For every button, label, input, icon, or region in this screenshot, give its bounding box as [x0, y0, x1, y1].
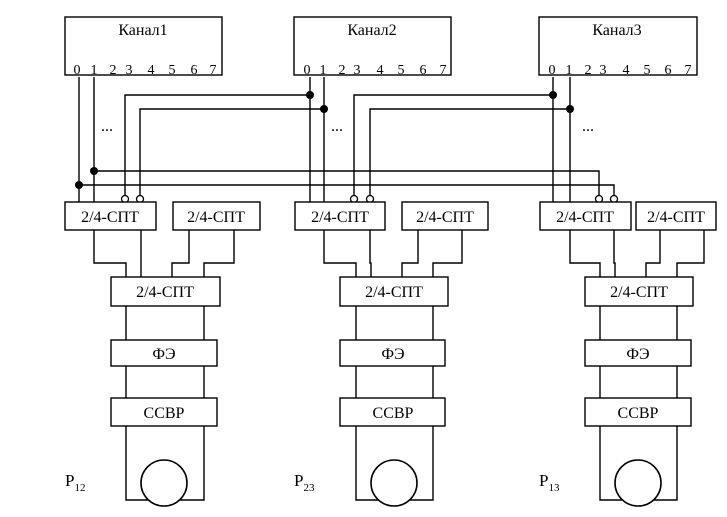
group-3-label: P13	[539, 471, 560, 494]
channel-3-bit-7: 7	[685, 63, 692, 78]
group-1-spt-right: 2/4-СПТ	[187, 209, 245, 226]
group-1: 2/4-СПТ 2/4-СПТ 2/4-СПТ ФЭ ССВР P12	[64, 201, 261, 507]
junction-dot	[320, 105, 328, 113]
channel-block-2: Канал2 0 1 2 3 4 5 6 7	[293, 16, 452, 78]
channel-3-bit-3: 3	[600, 63, 607, 78]
group-1-motor-circle	[140, 459, 188, 507]
channel-1-bit-1: 1	[91, 63, 98, 78]
group-2-label: P23	[294, 471, 315, 494]
ellipsis-3: ...	[582, 118, 594, 135]
channel-1-bit-7: 7	[210, 63, 217, 78]
channel-3-label: Канал3	[592, 22, 641, 39]
group-1-label: P12	[65, 471, 85, 494]
junction-dot	[306, 91, 314, 99]
channel-2-bit-5: 5	[398, 63, 405, 78]
ellipsis-2: ...	[331, 118, 343, 135]
channel-1-bit-5: 5	[169, 63, 176, 78]
junction-dot	[566, 105, 574, 113]
group-2-spt-right: 2/4-СПТ	[416, 209, 474, 226]
channel-1-bit-3: 3	[126, 63, 133, 78]
group-1-spt-left: 2/4-СПТ	[81, 209, 139, 226]
channel-3-bit-0: 0	[549, 63, 556, 78]
channel-3-bit-labels: 0 1 2 3 4 5 6 7	[549, 63, 692, 78]
junction-dot	[90, 167, 98, 175]
channel-3-bit-4: 4	[623, 63, 630, 78]
channel-2-bit-labels: 0 1 2 3 4 5 6 7	[304, 63, 447, 78]
channel-block-1: Канал1 0 1 2 3 4 5 6 7	[64, 16, 223, 78]
channel-2-bit-3: 3	[354, 63, 361, 78]
group-3-fe: ФЭ	[626, 346, 649, 363]
wiring: ... ... ...	[75, 77, 619, 204]
channel-1-label: Канал1	[118, 22, 167, 39]
channel-1-bit-6: 6	[191, 63, 198, 78]
group-3-ssvr: ССВР	[618, 405, 659, 422]
group-3-motor-circle	[614, 459, 662, 507]
channel-2-bit-4: 4	[377, 63, 384, 78]
group-2-fe: ФЭ	[381, 346, 404, 363]
channel-2-label: Канал2	[347, 22, 396, 39]
group-3-spt-right: 2/4-СПТ	[647, 209, 705, 226]
group-2-ssvr: ССВР	[373, 405, 414, 422]
group-1-fe: ФЭ	[152, 346, 175, 363]
junction-dot	[549, 91, 557, 99]
group-1-ssvr: ССВР	[144, 405, 185, 422]
channel-3-bit-5: 5	[644, 63, 651, 78]
channel-1-bit-labels: 0 1 2 3 4 5 6 7	[74, 63, 217, 78]
junction-dot	[75, 181, 83, 189]
channel-3-bit-2: 2	[585, 63, 592, 78]
channel-1-bit-0: 0	[74, 63, 81, 78]
group-2-motor-circle	[370, 459, 418, 507]
group-2-spt-mid: 2/4-СПТ	[365, 284, 423, 301]
channel-1-bit-2: 2	[110, 63, 117, 78]
group-1-spt-mid: 2/4-СПТ	[136, 284, 194, 301]
group-2: 2/4-СПТ 2/4-СПТ 2/4-СПТ ФЭ ССВР P23	[294, 201, 489, 507]
channel-3-bit-1: 1	[566, 63, 573, 78]
channel-block-3: Канал3 0 1 2 3 4 5 6 7	[538, 16, 698, 78]
ellipsis-1: ...	[101, 118, 113, 135]
channel-2-bit-1: 1	[320, 63, 327, 78]
channel-2-bit-0: 0	[304, 63, 311, 78]
channel-2-bit-7: 7	[440, 63, 447, 78]
group-3-spt-mid: 2/4-СПТ	[610, 284, 668, 301]
channel-2-bit-2: 2	[339, 63, 346, 78]
channel-1-bit-4: 4	[148, 63, 155, 78]
channel-2-bit-6: 6	[420, 63, 427, 78]
group-2-spt-left: 2/4-СПТ	[311, 209, 369, 226]
group-3: 2/4-СПТ 2/4-СПТ 2/4-СПТ ФЭ ССВР P13	[539, 201, 717, 507]
channel-3-bit-6: 6	[665, 63, 672, 78]
group-3-spt-left: 2/4-СПТ	[556, 209, 614, 226]
